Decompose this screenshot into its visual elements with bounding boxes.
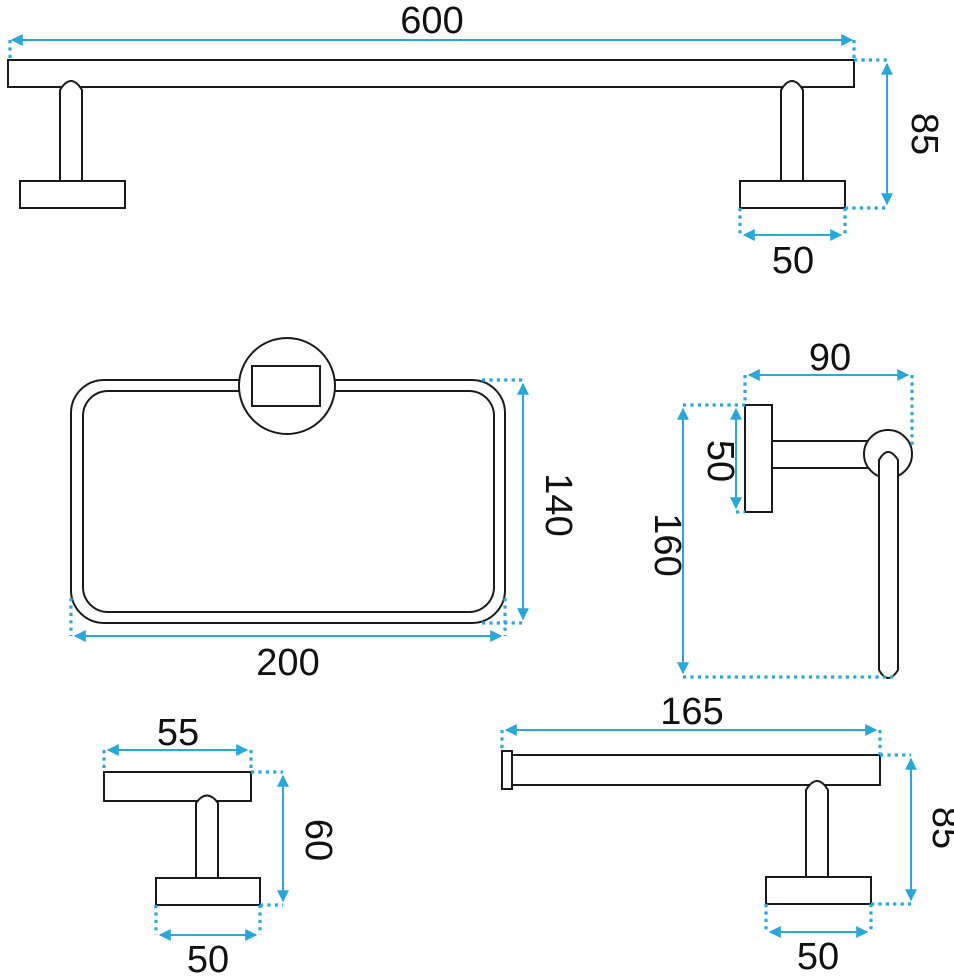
paper-holder-rod bbox=[878, 451, 899, 679]
robe-hook-width-label: 55 bbox=[157, 712, 199, 754]
towel-ring-dimensions: 140 200 bbox=[69, 378, 579, 684]
robe-hook-base-label: 50 bbox=[187, 939, 229, 979]
short-bar-height-label: 85 bbox=[924, 807, 954, 849]
robe-hook-post bbox=[195, 794, 219, 879]
towel-bar-dimensions: 600 85 50 bbox=[8, 0, 945, 282]
short-bar-rail bbox=[511, 754, 881, 786]
short-bar bbox=[501, 750, 881, 905]
towel-bar-base-left bbox=[19, 180, 126, 209]
paper-holder bbox=[744, 404, 913, 679]
paper-holder-plate-label: 50 bbox=[699, 440, 741, 482]
short-bar-length-label: 165 bbox=[660, 691, 723, 733]
towel-bar-base-right bbox=[739, 180, 846, 209]
towel-bar-post-right bbox=[780, 80, 804, 182]
short-bar-end-cap bbox=[501, 750, 513, 790]
paper-holder-dimensions: 90 50 160 bbox=[646, 337, 914, 679]
towel-ring bbox=[70, 337, 506, 624]
robe-hook bbox=[103, 771, 261, 906]
towel-ring-mount-block bbox=[251, 365, 321, 407]
towel-ring-height-label: 140 bbox=[537, 473, 579, 536]
robe-hook-dimensions: 55 60 50 bbox=[102, 712, 339, 979]
paper-holder-wall-plate bbox=[744, 404, 773, 513]
paper-holder-height-label: 160 bbox=[646, 513, 688, 576]
towel-bar-post-left bbox=[59, 80, 83, 182]
short-bar-base bbox=[765, 876, 872, 905]
towel-bar-length-label: 600 bbox=[400, 0, 463, 42]
towel-bar-base-label: 50 bbox=[772, 240, 814, 282]
towel-bar-height-label: 85 bbox=[903, 113, 945, 155]
short-bar-dimensions: 165 85 50 bbox=[500, 691, 954, 978]
short-bar-base-label: 50 bbox=[797, 936, 839, 978]
robe-hook-height-label: 60 bbox=[297, 819, 339, 861]
towel-ring-width-label: 200 bbox=[256, 642, 319, 684]
robe-hook-base bbox=[155, 877, 261, 906]
short-bar-post bbox=[805, 780, 829, 878]
robe-hook-top-plate bbox=[103, 771, 252, 802]
towel-bar-rail bbox=[7, 59, 855, 88]
paper-holder-depth-label: 90 bbox=[809, 337, 851, 379]
towel-bar bbox=[7, 59, 855, 209]
